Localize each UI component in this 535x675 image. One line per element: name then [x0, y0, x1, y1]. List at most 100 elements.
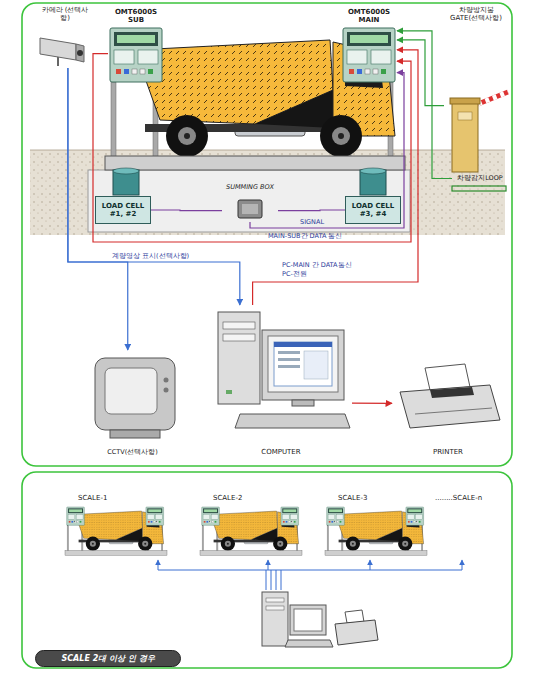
- load-cell-cylinders: [113, 168, 139, 174]
- computer-symbol: [274, 342, 332, 347]
- node-label: 차량방지봉 GATE(선택사항): [444, 6, 508, 22]
- indicator-main: OMT6000S MAIN: [341, 8, 397, 84]
- node-label: SCALE 2대 이상 인 경우: [61, 654, 154, 663]
- cctv-symbol: [164, 378, 169, 383]
- wire-label: MAIN-SUB간 DATA 통신: [268, 233, 342, 240]
- printer-symbol: [430, 387, 474, 398]
- computer-symbol: [274, 342, 332, 386]
- node-label: SCALE-3: [338, 494, 367, 502]
- camera-unit: 카메라 (선택사항): [36, 6, 94, 68]
- computer-symbol: [278, 351, 300, 354]
- signal-wire: [253, 50, 418, 305]
- load-cell-cylinders: [360, 168, 386, 174]
- computer-symbol: [278, 358, 300, 361]
- node-label: COMPUTER: [261, 448, 300, 456]
- load-cell-box: LOAD CELL #1, #2: [95, 196, 151, 224]
- scale-unit: SCALE-3: [322, 494, 430, 558]
- gate-symbol: [478, 92, 508, 104]
- summing-box: SUMMING BOX: [222, 184, 278, 222]
- server-symbol: [285, 640, 333, 647]
- computer-symbol: [223, 322, 255, 329]
- cctv-symbol: [105, 368, 157, 414]
- cctv-symbol: [164, 388, 169, 393]
- camera-symbol: [76, 44, 84, 62]
- loop-symbol: [452, 186, 506, 191]
- node-label: 차량감지LOOP: [457, 175, 503, 182]
- node-label: SUMMING BOX: [226, 184, 274, 191]
- server-symbol: [262, 592, 288, 646]
- printer-unit: PRINTER: [392, 362, 504, 456]
- gate-symbol: [452, 102, 478, 172]
- ground: [30, 150, 505, 151]
- gate-symbol: [458, 112, 472, 120]
- signal-wire: [352, 403, 392, 404]
- node-label: CCTV(선택사항): [107, 449, 158, 456]
- wire-label: 계량영상 표시(선택사항): [112, 253, 189, 260]
- network-wires: [268, 560, 269, 570]
- gate-symbol: [478, 92, 508, 104]
- printer-symbol: [415, 408, 492, 414]
- printer-symbol: [400, 385, 500, 428]
- node-label: LOAD CELL #1, #2: [98, 202, 148, 218]
- computer-symbol: [218, 312, 350, 428]
- indicator-sub: OMT6000S SUB: [108, 8, 164, 84]
- node-label: 카메라 (선택사항): [41, 6, 89, 22]
- server-symbol: [290, 605, 326, 635]
- network-wires: [158, 560, 462, 590]
- signal-wire: [278, 209, 345, 211]
- node-label: OMT6000S SUB: [114, 8, 158, 24]
- printer-symbol: [400, 364, 500, 428]
- computer-symbol: [223, 334, 255, 341]
- camera-symbol: [77, 50, 83, 56]
- truck-scale-small: [65, 507, 167, 555]
- node-label: PRINTER: [433, 448, 463, 456]
- network-wires: [158, 560, 159, 570]
- cctv-symbol: [95, 358, 175, 430]
- computer-symbol: [304, 351, 328, 379]
- network-wires: [158, 570, 462, 571]
- summing-box-symbol: [238, 200, 262, 218]
- computer-symbol: [292, 400, 314, 406]
- node-label: OMT6000S MAIN: [347, 8, 391, 24]
- truck-scale-small: [200, 507, 302, 555]
- wire-label: PC-MAIN 간 DATA통신: [282, 262, 352, 269]
- scale-unit: ........SCALE-n: [435, 494, 507, 558]
- vehicle-loop: 차량감지LOOP: [452, 172, 508, 185]
- printer-symbol: [425, 364, 470, 390]
- server-symbol: [294, 609, 322, 631]
- wire-label: PC-전원: [282, 271, 307, 278]
- gate-unit: 차량방지봉 GATE(선택사항): [444, 6, 508, 172]
- summing-box-symbol: [238, 200, 262, 218]
- signal-wire: [93, 54, 411, 242]
- signal-wire: [397, 31, 452, 179]
- network-wires: [271, 570, 272, 590]
- signal-wire: [250, 73, 404, 228]
- computer-unit: COMPUTER: [210, 305, 352, 456]
- network-wires: [276, 570, 277, 590]
- cctv-monitor: CCTV(선택사항): [85, 350, 180, 456]
- computer-symbol: [262, 330, 344, 400]
- load-cell-cylinders: [113, 168, 386, 195]
- server-symbol: [335, 620, 378, 645]
- gate-symbol: [450, 92, 508, 172]
- cctv-symbol: [95, 358, 175, 438]
- camera-symbol: [40, 38, 76, 60]
- scale-unit: SCALE-1: [62, 494, 170, 558]
- load-cell-box: LOAD CELL #3, #4: [345, 196, 401, 224]
- server-symbol: [266, 606, 284, 610]
- signal-wire: [397, 40, 444, 106]
- camera-symbol: [40, 38, 84, 66]
- node-label: LOAD CELL #3, #4: [348, 202, 398, 218]
- network-wires: [281, 570, 282, 590]
- summing-box-symbol: [242, 204, 258, 214]
- caption-pill: SCALE 2대 이상 인 경우: [35, 650, 181, 667]
- computer-symbol: [226, 390, 232, 394]
- node-label: SCALE-2: [213, 494, 242, 502]
- loop-symbol: [452, 186, 506, 191]
- server-symbol: [266, 598, 284, 602]
- node-label: SCALE-1: [78, 494, 107, 502]
- computer-symbol: [278, 365, 300, 368]
